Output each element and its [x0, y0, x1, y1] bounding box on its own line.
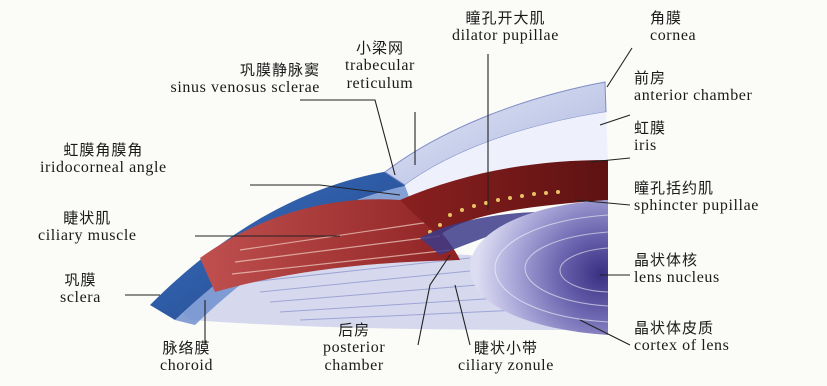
- label-trabecular-en1: trabecular: [345, 57, 415, 75]
- label-lens-nucleus-zh: 晶状体核: [634, 252, 720, 269]
- label-ciliary-muscle-en: ciliary muscle: [38, 227, 137, 245]
- label-cortex-zh: 晶状体皮质: [634, 320, 729, 337]
- label-cornea: 角膜 cornea: [650, 10, 696, 45]
- label-ciliary-zonule-en: ciliary zonule: [458, 357, 554, 375]
- label-sphincter-pupillae: 瞳孔括约肌 sphincter pupillae: [634, 180, 759, 215]
- label-iridocorneal-angle: 虹膜角膜角 iridocorneal angle: [40, 142, 167, 177]
- label-cortex-of-lens: 晶状体皮质 cortex of lens: [634, 320, 729, 355]
- label-lens-nucleus-en: lens nucleus: [634, 269, 720, 287]
- label-sclera-zh: 巩膜: [60, 272, 101, 289]
- label-posterior-en1: posterior: [323, 339, 385, 357]
- label-cornea-zh: 角膜: [650, 10, 696, 27]
- label-posterior-chamber: 后房 posterior chamber: [323, 322, 385, 375]
- label-posterior-en2: chamber: [323, 357, 385, 375]
- label-anterior-chamber-en: anterior chamber: [634, 87, 752, 105]
- label-sclera-en: sclera: [60, 289, 101, 307]
- label-ciliary-zonule: 睫状小带 ciliary zonule: [458, 340, 554, 375]
- label-choroid: 脉络膜 choroid: [160, 340, 213, 375]
- label-sphincter-zh: 瞳孔括约肌: [634, 180, 759, 197]
- label-sinus-zh: 巩膜静脉窦: [120, 62, 320, 79]
- label-iridocorneal-en: iridocorneal angle: [40, 159, 167, 177]
- label-anterior-chamber-zh: 前房: [634, 70, 752, 87]
- label-sphincter-en: sphincter pupillae: [634, 197, 759, 215]
- label-sinus-venosus-sclerae: 巩膜静脉窦 sinus venosus sclerae: [120, 62, 320, 97]
- label-posterior-zh: 后房: [323, 322, 385, 339]
- label-choroid-en: choroid: [160, 357, 213, 375]
- label-trabecular-reticulum: 小梁网 trabecular reticulum: [345, 40, 415, 93]
- label-choroid-zh: 脉络膜: [160, 340, 213, 357]
- label-dilator-pupillae-zh: 瞳孔开大肌: [452, 10, 559, 27]
- label-anterior-chamber: 前房 anterior chamber: [634, 70, 752, 105]
- label-sinus-en: sinus venosus sclerae: [120, 79, 320, 97]
- label-ciliary-muscle-zh: 睫状肌: [38, 210, 137, 227]
- label-trabecular-zh: 小梁网: [345, 40, 415, 57]
- label-cornea-en: cornea: [650, 27, 696, 45]
- label-iris: 虹膜 iris: [634, 120, 666, 155]
- label-sclera: 巩膜 sclera: [60, 272, 101, 307]
- label-dilator-pupillae: 瞳孔开大肌 dilator pupillae: [452, 10, 559, 45]
- label-dilator-pupillae-en: dilator pupillae: [452, 27, 559, 45]
- label-ciliary-zonule-zh: 睫状小带: [458, 340, 554, 357]
- label-iridocorneal-zh: 虹膜角膜角: [40, 142, 167, 159]
- label-cortex-en: cortex of lens: [634, 337, 729, 355]
- label-ciliary-muscle: 睫状肌 ciliary muscle: [38, 210, 137, 245]
- label-lens-nucleus: 晶状体核 lens nucleus: [634, 252, 720, 287]
- label-trabecular-en2: reticulum: [345, 75, 415, 93]
- label-iris-zh: 虹膜: [634, 120, 666, 137]
- label-iris-en: iris: [634, 137, 666, 155]
